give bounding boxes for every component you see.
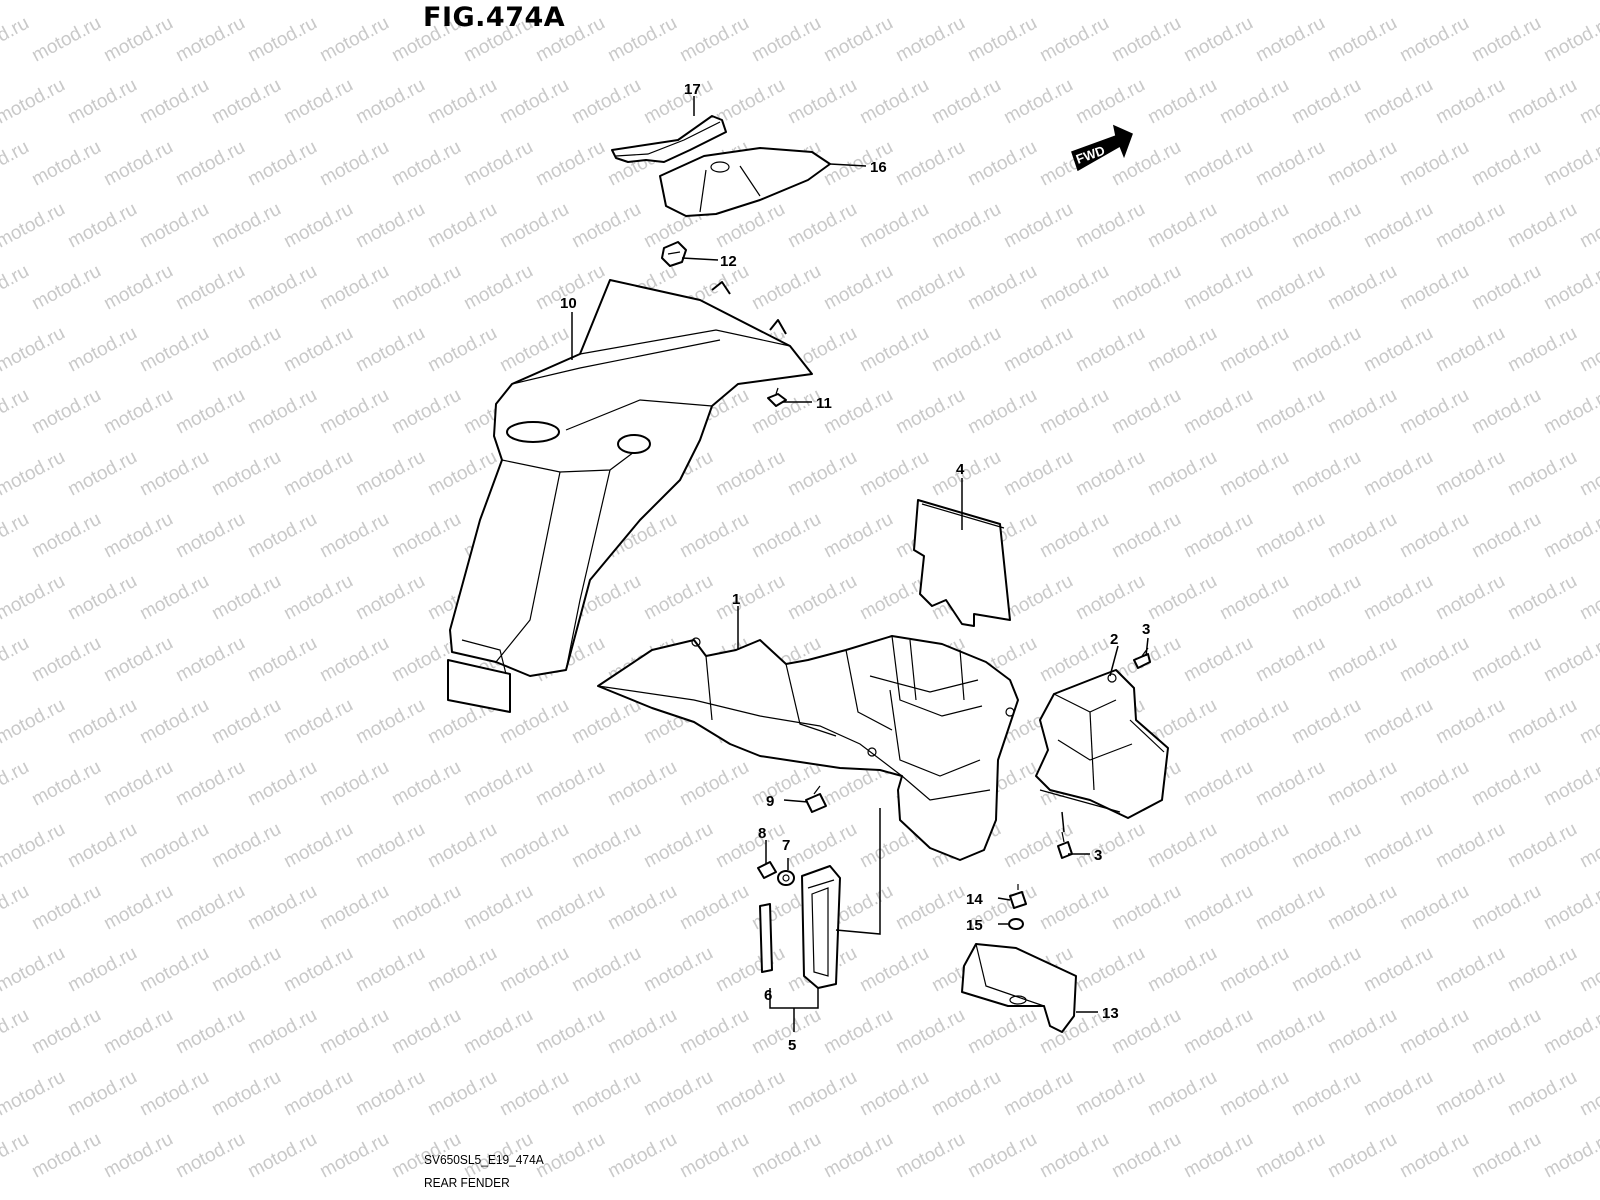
part-4-plate[interactable]	[913, 499, 1011, 627]
figure-name: REAR FENDER	[424, 1175, 510, 1190]
part-6-strip[interactable]	[759, 903, 773, 973]
callout-7: 7	[782, 837, 790, 854]
part-10-rear-fender[interactable]	[447, 279, 813, 713]
callout-8: 8	[758, 825, 766, 842]
part-14-bolt[interactable]	[1009, 884, 1027, 909]
callout-12: 12	[720, 253, 737, 270]
figure-title: FIG.474A	[423, 2, 566, 33]
callout-3-upper: 3	[1142, 621, 1150, 638]
callout-15: 15	[966, 917, 983, 934]
callout-9: 9	[766, 793, 774, 810]
part-13-guard[interactable]	[961, 943, 1077, 1033]
leader-lines	[571, 96, 1149, 1032]
part-8-bolt[interactable]	[757, 861, 777, 879]
callout-1: 1	[732, 591, 740, 608]
part-7-grommet[interactable]	[777, 870, 795, 886]
part-12-clip[interactable]	[661, 241, 687, 267]
part-5-reflector-bracket[interactable]	[801, 865, 841, 989]
fwd-arrow-icon: FWD	[1071, 124, 1133, 172]
part-16-pad[interactable]	[659, 147, 831, 217]
part-15-washer[interactable]	[1008, 918, 1024, 930]
callout-4: 4	[956, 461, 965, 478]
callout-17: 17	[684, 81, 701, 98]
part-1-tray[interactable]	[597, 635, 1019, 861]
part-3-screw-upper[interactable]	[1133, 647, 1151, 669]
callout-2: 2	[1110, 631, 1118, 648]
part-2-bracket[interactable]	[1035, 669, 1169, 819]
callout-3-lower: 3	[1094, 847, 1102, 864]
callout-6: 6	[764, 987, 772, 1004]
part-17-strap[interactable]	[611, 115, 727, 163]
callout-10: 10	[560, 295, 577, 312]
watermark-text: motod.ru	[1576, 0, 1600, 4]
callout-16: 16	[870, 159, 887, 176]
part-9-bolt[interactable]	[805, 785, 827, 813]
part-11-screw[interactable]	[767, 387, 787, 407]
callout-14: 14	[966, 891, 983, 908]
callout-13: 13	[1102, 1005, 1119, 1022]
callout-11: 11	[816, 395, 832, 412]
figure-code: SV650SL5_E19_474A	[424, 1152, 544, 1167]
callout-5: 5	[788, 1037, 796, 1054]
callout-labels: 17 16 12 10 11 4 1 2 3 3 9 8 7 14 15 6 5…	[560, 81, 1150, 1054]
